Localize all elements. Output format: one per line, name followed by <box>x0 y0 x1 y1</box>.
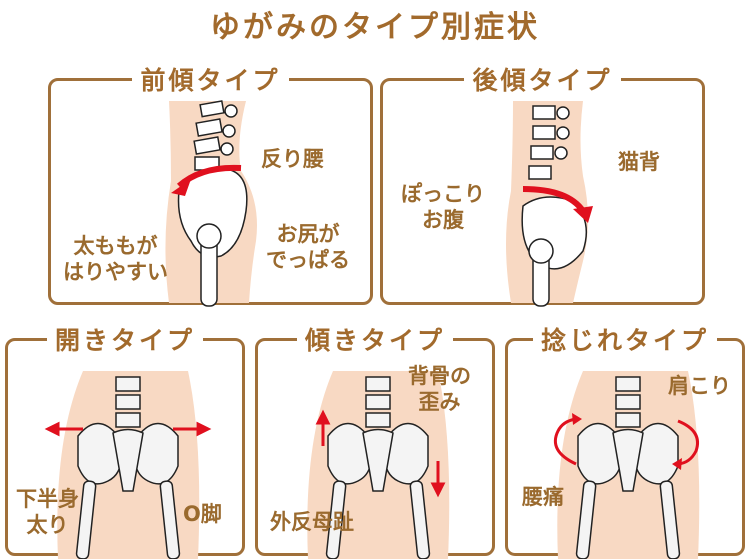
panel-title: 開きタイプ <box>46 326 203 355</box>
page-title: ゆがみのタイプ別症状 <box>210 10 540 45</box>
panel-twisted: 捻じれタイプ 肩こり 腰痛 <box>505 326 745 559</box>
front-pelvis-illustration <box>553 371 700 559</box>
symptom-stiff-shoulders: 肩こり <box>668 374 731 398</box>
symptom-protruding-buttocks: お尻が でっぱる <box>266 222 350 273</box>
symptom-hunchback: 猫背 <box>618 150 660 174</box>
panel-title: 捻じれタイプ <box>532 326 717 355</box>
panel-anterior-tilt: 前傾タイプ 反り腰 お尻が でっぱる 太ももが はりやすい <box>48 66 373 307</box>
front-pelvis-illustration <box>44 371 212 559</box>
panel-title: 傾きタイプ <box>296 326 453 355</box>
panel-title: 後傾タイプ <box>464 66 621 95</box>
symptom-tense-thighs: 太ももが はりやすい <box>63 234 168 285</box>
panel-open: 開きタイプ 下半身 太り O脚 <box>5 326 245 559</box>
side-pelvis-illustration <box>506 101 593 307</box>
symptom-sway-back: 反り腰 <box>261 147 324 171</box>
symptom-belly-bulge: ぽっこり お腹 <box>401 182 485 233</box>
symptom-back-pain: 腰痛 <box>522 485 564 509</box>
symptom-spinal-distortion: 背骨の 歪み <box>408 364 471 415</box>
panel-title: 前傾タイプ <box>132 66 289 95</box>
panel-posterior-tilt: 後傾タイプ 猫背 ぽっこり お腹 <box>380 66 705 307</box>
symptom-lower-body-weight: 下半身 太り <box>16 487 79 538</box>
symptom-hallux-valgus: 外反母趾 <box>270 510 354 534</box>
front-pelvis-illustration <box>307 371 450 559</box>
side-pelvis-illustration <box>165 100 257 307</box>
panel-tilted: 傾きタイプ 背骨の 歪み 外反母趾 <box>255 326 495 559</box>
symptom-bow-legs: O脚 <box>183 502 222 526</box>
